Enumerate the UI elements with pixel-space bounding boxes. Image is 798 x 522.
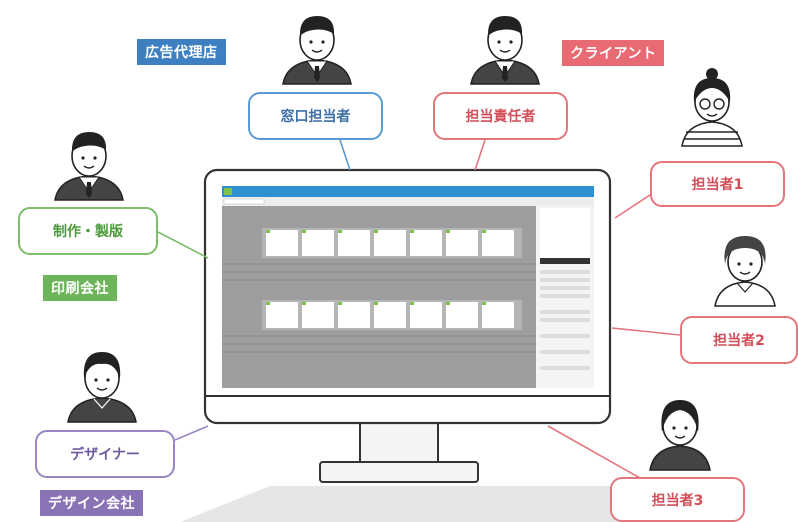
screen-status-dot [446, 302, 450, 305]
screen-panel-line [540, 318, 590, 322]
screen-page-thumbnail [482, 302, 514, 328]
person-staff-1-icon [681, 68, 743, 147]
connector-designer [174, 425, 209, 441]
role-box-staff-1: 担当者1 [650, 161, 785, 207]
screen-status-dot [266, 230, 270, 233]
screen-page-thumbnail [302, 302, 334, 328]
category-tag-design-company: デザイン会社 [40, 490, 143, 516]
screen-toolbar [222, 197, 594, 206]
screen-panel-bar [540, 258, 590, 264]
connector-staff-1 [614, 194, 651, 219]
connector-contact-person [339, 139, 351, 171]
screen-status-dot [410, 230, 414, 233]
screen-status-dot [410, 302, 414, 305]
screen-panel-line [540, 278, 590, 282]
screen-panel-line [540, 270, 590, 274]
category-tag-client: クライアント [562, 40, 665, 66]
screen-panel-line [540, 286, 590, 290]
screen-row-lines [222, 263, 536, 353]
person-staff-3-icon [649, 400, 711, 471]
screen-panel-line [540, 366, 590, 370]
screen-status-dot [482, 302, 486, 305]
screen-status-dot [338, 302, 342, 305]
screen-page-thumbnails [266, 230, 514, 328]
screen-status-dot [446, 230, 450, 233]
connector-lines [157, 139, 681, 479]
screen-page-thumbnail [482, 230, 514, 256]
role-box-production-platemaking: 制作・製版 [18, 207, 158, 255]
screen-status-dot [266, 302, 270, 305]
connector-production [157, 231, 209, 259]
role-box-staff-2: 担当者2 [680, 316, 798, 364]
person-contact-person-icon [282, 16, 352, 85]
screen-status-dots [266, 230, 486, 305]
person-responsible-person-icon [470, 16, 540, 85]
screen-page-thumbnail [446, 302, 478, 328]
category-tag-printing-company: 印刷会社 [43, 275, 117, 301]
screen-page-thumbnail [338, 230, 370, 256]
monitor-neck [359, 419, 439, 465]
screen-preview-area [540, 208, 590, 258]
monitor-screen [222, 186, 594, 388]
screen-panel-line [540, 334, 590, 338]
role-box-staff-3: 担当者3 [610, 477, 745, 522]
person-production-icon [54, 132, 124, 201]
screen-page-thumbnail [302, 230, 334, 256]
screen-panel-line [540, 294, 590, 298]
screen-panel-line [540, 310, 590, 314]
screen-background [222, 186, 594, 388]
screen-status-dot [374, 302, 378, 305]
screen-status-dot [482, 230, 486, 233]
screen-page-thumbnail [446, 230, 478, 256]
screen-page-thumbnail [266, 302, 298, 328]
screen-page-thumbnail [410, 230, 442, 256]
category-tag-agency: 広告代理店 [137, 39, 226, 65]
screen-panel-line [540, 350, 590, 354]
role-box-designer: デザイナー [35, 430, 175, 478]
screen-page-thumbnail [410, 302, 442, 328]
person-designer-icon [67, 352, 137, 423]
floor-shadow [180, 486, 690, 522]
role-box-responsible-person: 担当責任者 [433, 92, 568, 140]
screen-page-thumbnail [338, 302, 370, 328]
role-box-contact-person: 窓口担当者 [248, 92, 383, 140]
screen-status-dot [338, 230, 342, 233]
screen-status-dot [302, 230, 306, 233]
screen-page-thumbnail [374, 230, 406, 256]
monitor-base [319, 461, 479, 483]
screen-titlebar [222, 186, 594, 197]
screen-app-logo [224, 188, 232, 195]
connector-responsible-person [474, 139, 486, 171]
screen-status-dot [374, 230, 378, 233]
screen-search-field [223, 198, 265, 205]
connector-staff-2 [611, 327, 681, 336]
connector-staff-3 [547, 425, 641, 479]
screen-page-thumbnail [374, 302, 406, 328]
screen-status-dot [302, 302, 306, 305]
person-staff-2-icon [714, 236, 776, 307]
screen-page-thumbnail [266, 230, 298, 256]
